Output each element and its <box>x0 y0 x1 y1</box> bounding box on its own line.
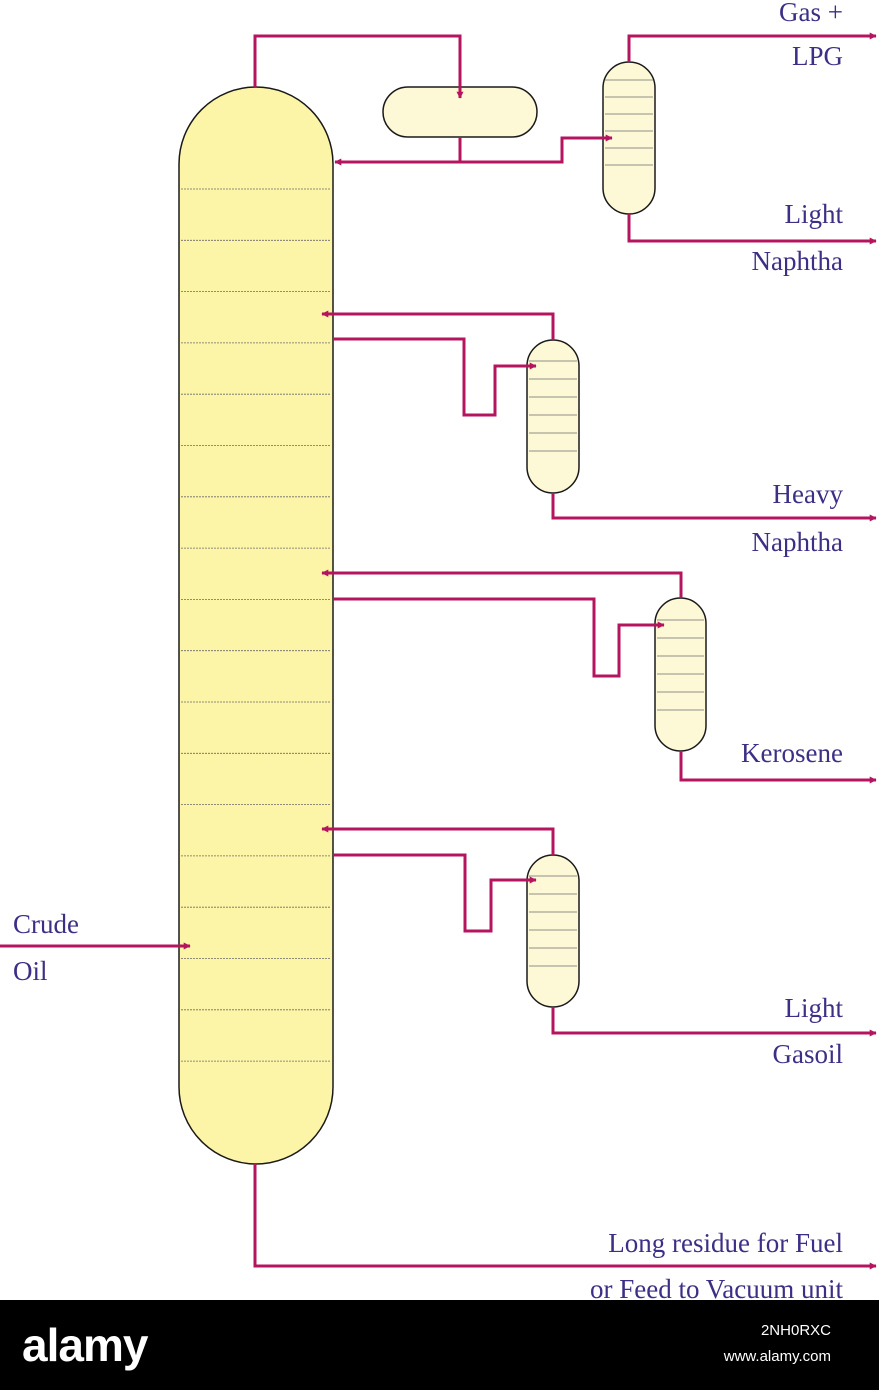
gas-lpg-product-line <box>627 32 877 62</box>
label-gas-lpg-line2: LPG <box>792 41 843 71</box>
long-residue-line <box>253 1164 877 1270</box>
label-heavy-naphtha-line2: Naphtha <box>752 527 843 557</box>
drum-to-stripper-line <box>460 134 613 164</box>
label-gas-lpg-line1: Gas + <box>779 0 843 27</box>
heavy-naphtha-draw-line <box>333 337 537 417</box>
main-distillation-column <box>178 86 334 1165</box>
label-heavy-naphtha-line1: Heavy <box>773 479 844 509</box>
light-naphtha-product-line <box>627 214 877 245</box>
label-light-gasoil-line1: Light <box>785 993 844 1023</box>
watermark-image-id: 2NH0RXC <box>760 1322 831 1339</box>
label-crude-oil-line2: Oil <box>13 956 48 986</box>
light-gasoil-vapour-return <box>321 825 555 855</box>
light-gasoil-product-line <box>551 1007 877 1037</box>
stripper-light-gasoil <box>526 854 580 1008</box>
label-crude-oil-line1: Crude <box>13 909 79 939</box>
label-long-residue-line2: or Feed to Vacuum unit <box>590 1274 843 1304</box>
column-trays <box>181 188 331 1062</box>
watermark-brand: alamy <box>22 1319 148 1371</box>
stripper-heavy-naphtha <box>526 339 580 494</box>
reflux-return-line <box>334 137 462 166</box>
label-light-naphtha-line2: Naphtha <box>752 246 843 276</box>
watermark-footer-bar <box>0 1300 879 1390</box>
overhead-vapour-line <box>253 34 464 99</box>
label-kerosene: Kerosene <box>741 738 843 768</box>
kerosene-draw-line <box>333 597 665 678</box>
kerosene-product-line <box>679 751 877 784</box>
heavy-naphtha-vapour-return <box>321 310 555 340</box>
light-gasoil-draw-line <box>333 853 537 933</box>
label-light-naphtha-line1: Light <box>785 199 844 229</box>
label-light-gasoil-line2: Gasoil <box>773 1039 844 1069</box>
stripper-kerosene <box>654 597 707 752</box>
kerosene-vapour-return <box>321 569 683 598</box>
heavy-naphtha-product-line <box>551 493 877 522</box>
watermark-url: www.alamy.com <box>723 1348 831 1365</box>
label-long-residue-line1: Long residue for Fuel <box>608 1228 843 1258</box>
